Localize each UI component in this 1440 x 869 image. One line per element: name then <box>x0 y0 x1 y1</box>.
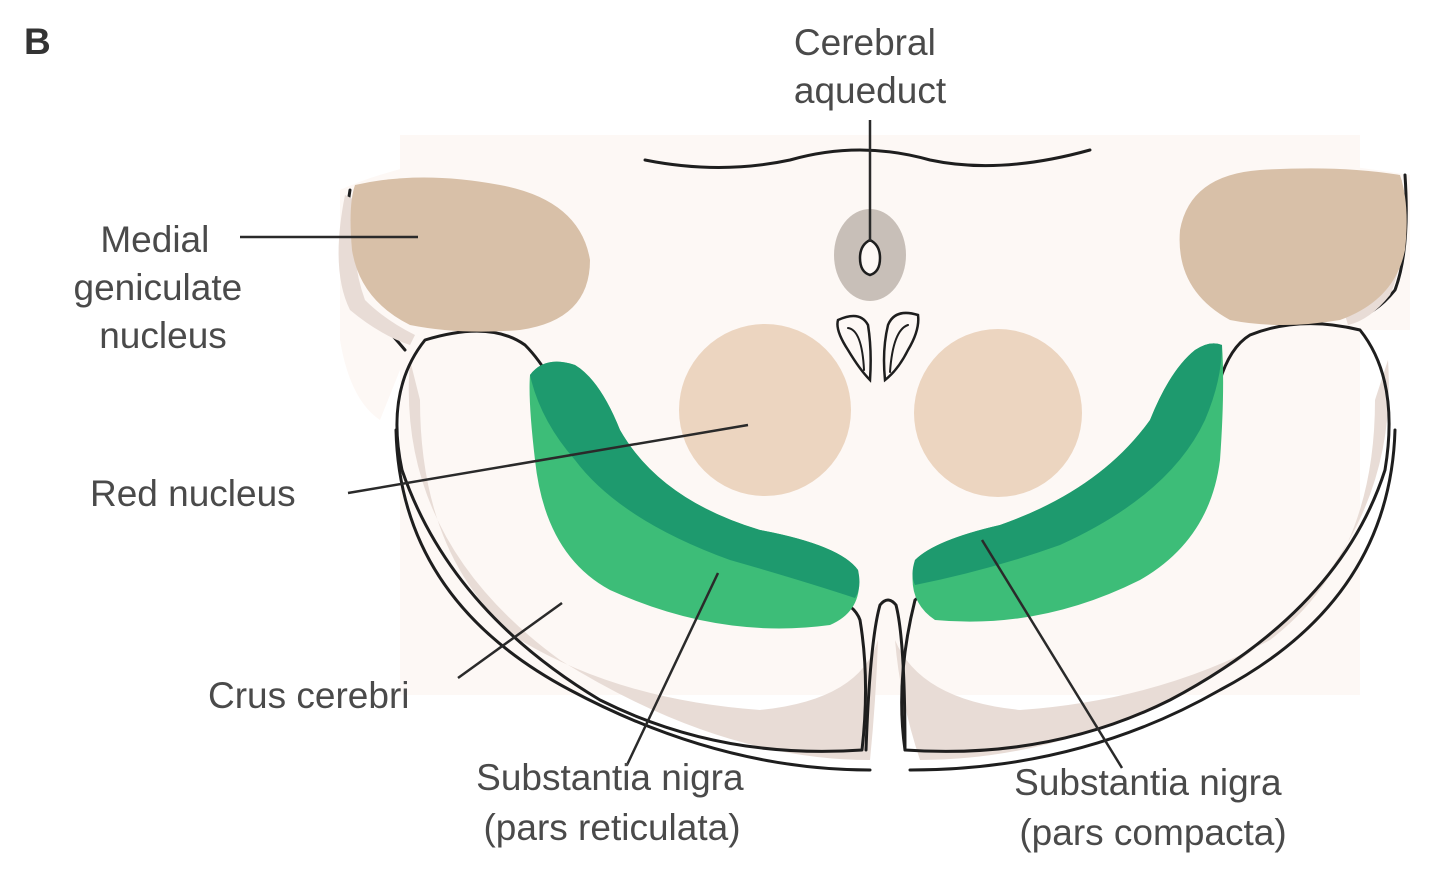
right-crus-outer-line <box>908 428 1397 772</box>
label-cerebral-aqueduct: Cerebral aqueduct <box>794 22 947 111</box>
left-substantia-nigra-pars-compacta <box>530 361 860 598</box>
right-crus-rim <box>895 360 1389 760</box>
left-crus-rim <box>408 360 878 760</box>
label-reticulata-line-2: (pars reticulata) <box>483 807 740 848</box>
left-oculomotor-nucleus <box>836 314 872 383</box>
right-lateral-rim <box>1345 180 1404 325</box>
oculomotor-inner-lines <box>847 324 909 373</box>
label-medial-geniculate-line-1: Medial <box>100 219 209 260</box>
right-medial-geniculate-nucleus <box>1179 168 1407 325</box>
left-medial-geniculate-nucleus <box>350 177 590 332</box>
label-medial-geniculate-line-2: geniculate <box>74 267 243 308</box>
label-red-nucleus: Red nucleus <box>90 473 296 514</box>
left-lateral-rim <box>338 195 415 345</box>
label-medial-geniculate-line-3: nucleus <box>99 315 227 356</box>
left-crus-outer-line <box>394 428 872 772</box>
label-crus-cerebri: Crus cerebri <box>208 675 410 716</box>
label-cerebral-aqueduct-line-1: Cerebral <box>794 22 936 63</box>
leader-red-nucleus <box>347 423 749 495</box>
leader-pars-compacta <box>980 539 1124 769</box>
tectum-outline <box>643 148 1092 169</box>
label-substantia-nigra-compacta: Substantia nigra (pars compacta) <box>1014 762 1292 853</box>
label-cerebral-aqueduct-line-2: aqueduct <box>794 70 947 111</box>
panel-letter: B <box>24 21 51 62</box>
label-medial-geniculate-nucleus: Medial geniculate nucleus <box>74 219 253 356</box>
leader-crus-cerebri <box>457 601 563 680</box>
right-oculomotor-nucleus <box>882 311 920 383</box>
label-compacta-line-2: (pars compacta) <box>1019 812 1286 853</box>
label-compacta-line-1: Substantia nigra <box>1014 762 1282 803</box>
leader-pars-reticulata <box>625 572 720 766</box>
label-substantia-nigra-reticulata: Substantia nigra (pars reticulata) <box>476 757 754 848</box>
interpeduncular-fossa <box>864 598 907 752</box>
right-red-nucleus <box>914 329 1082 497</box>
label-reticulata-line-1: Substantia nigra <box>476 757 744 798</box>
right-substantia-nigra-pars-compacta <box>912 343 1222 585</box>
left-red-nucleus <box>679 324 851 496</box>
cerebral-aqueduct-lumen <box>858 238 882 277</box>
